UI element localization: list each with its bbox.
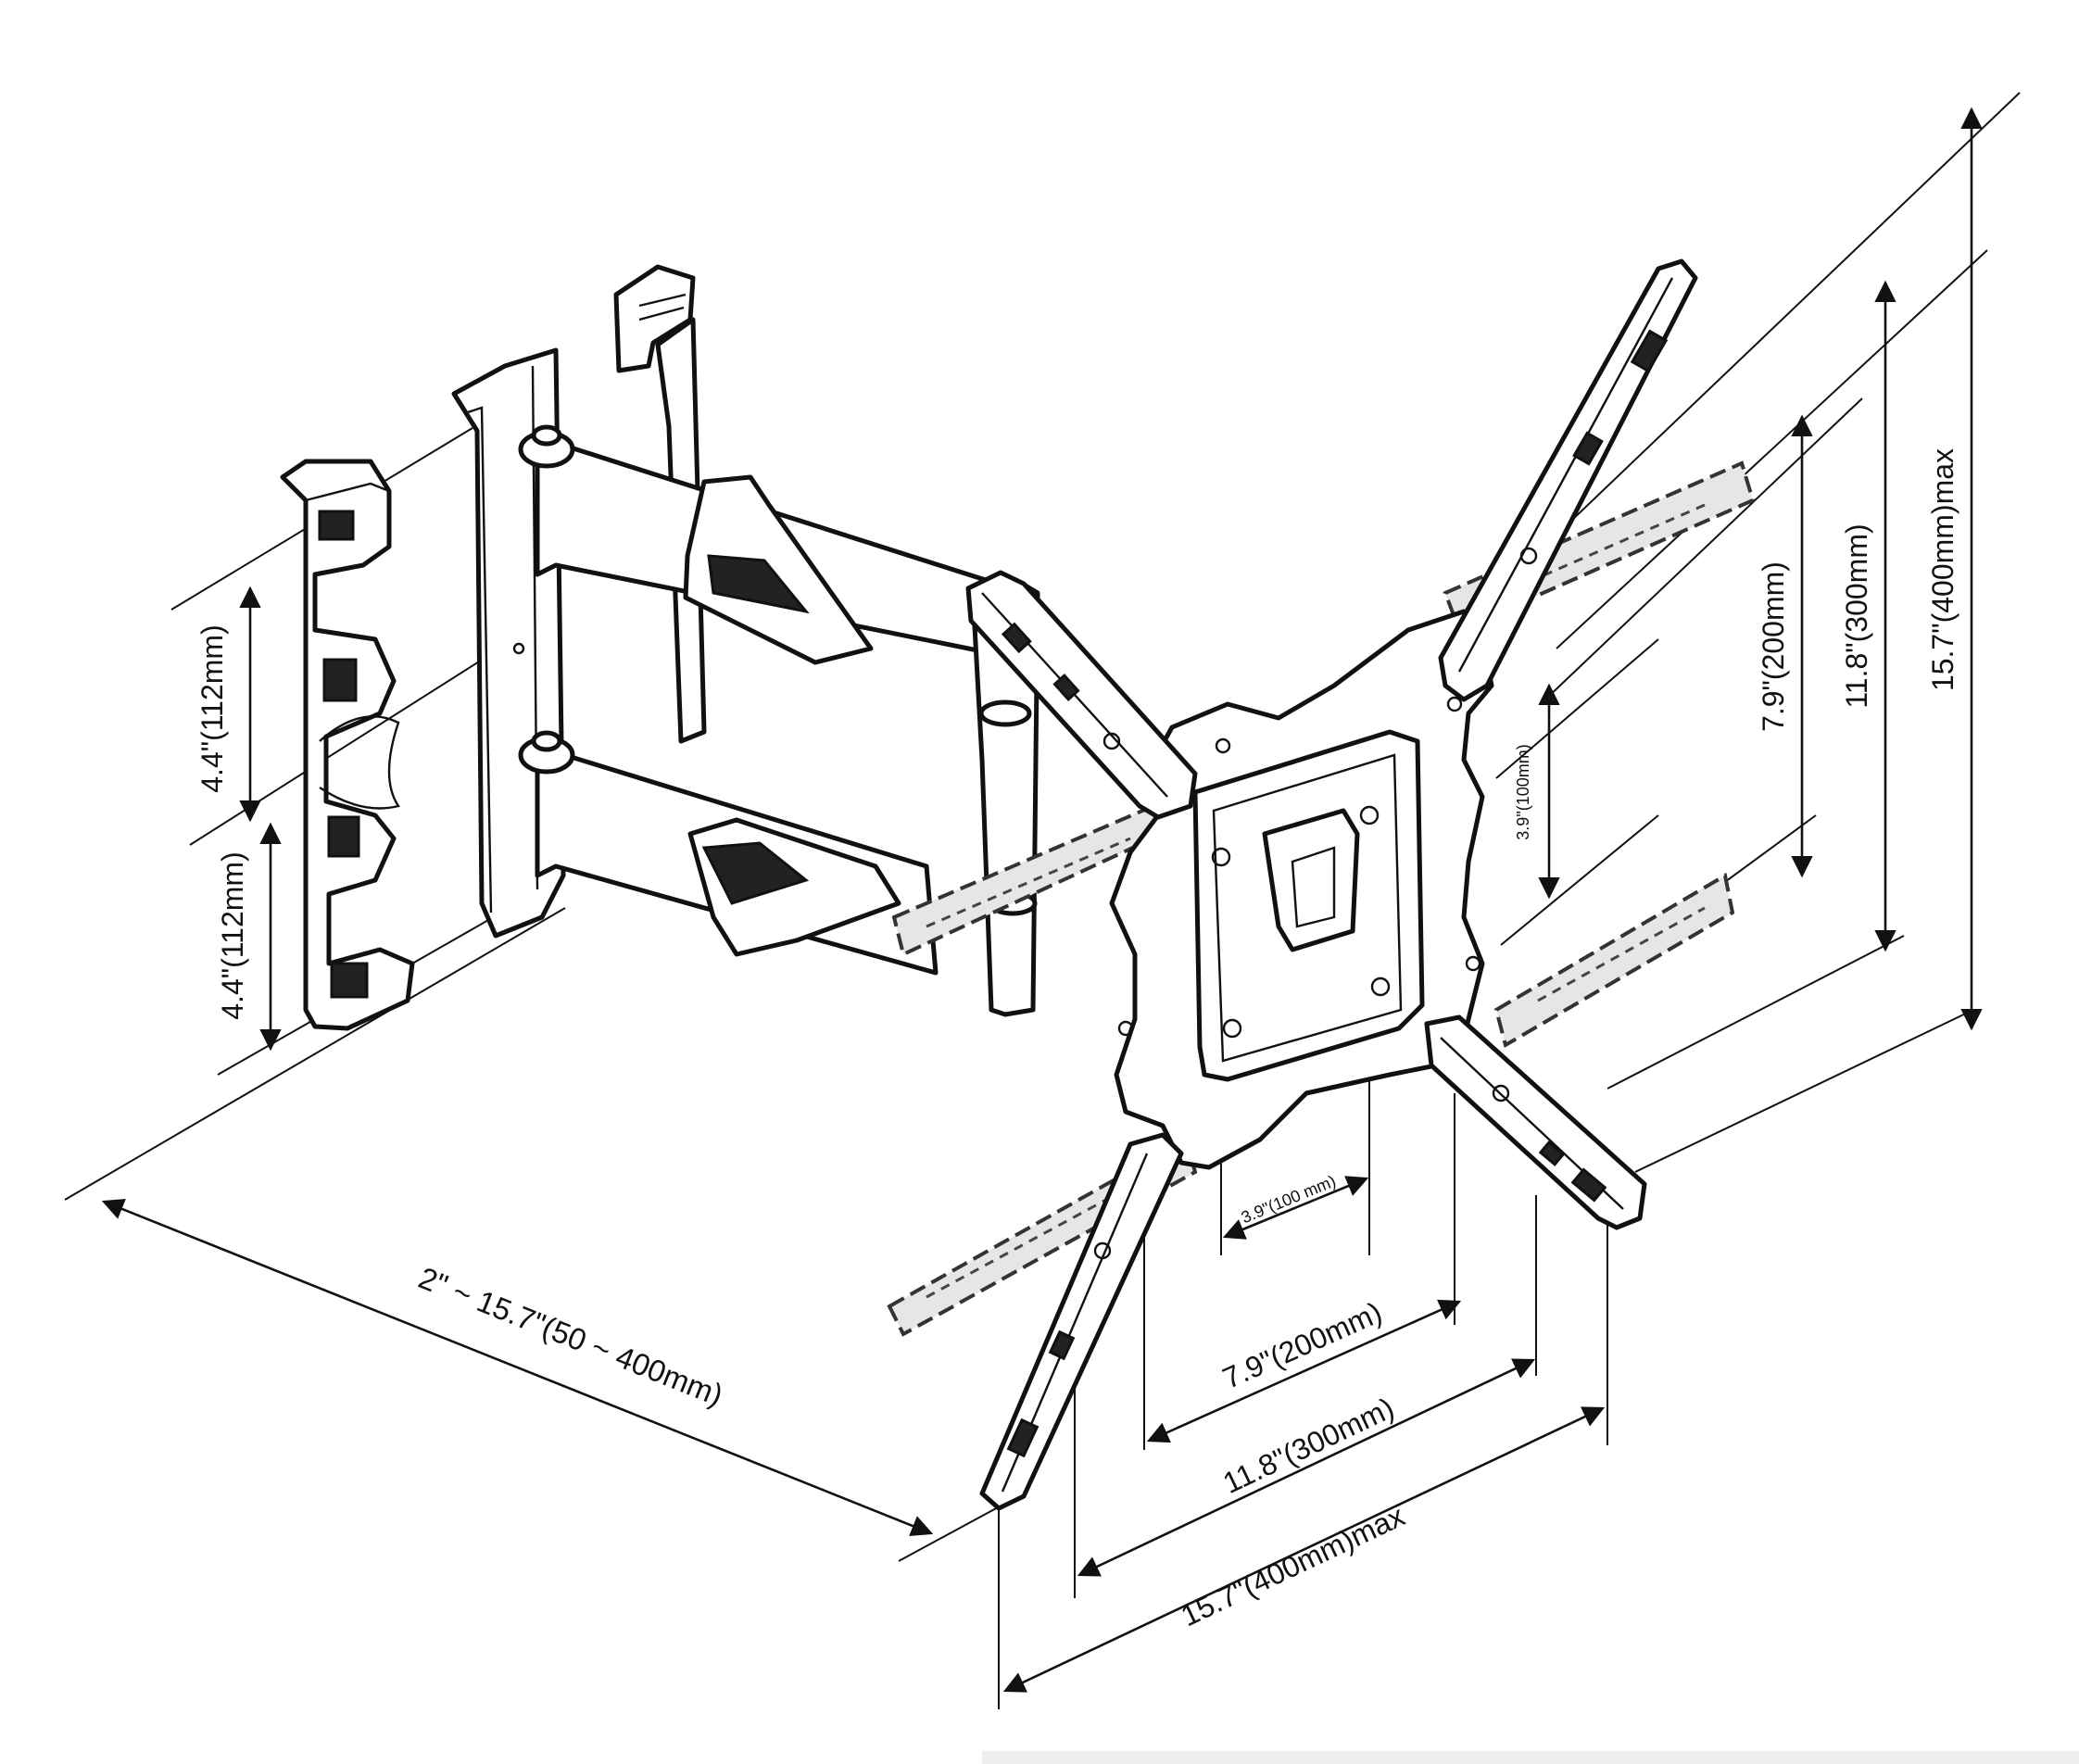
vertical-400-label: 15.7"(400mm)max — [1926, 448, 1959, 691]
wall-dim-lower-label: 4.4"(112mm) — [216, 851, 249, 1019]
bracket-arm-lower-left — [979, 1132, 1184, 1511]
bracket-arm-lower-right — [1424, 1014, 1647, 1230]
dimension-arrows — [101, 107, 1983, 1693]
tv-bracket-plate — [1109, 609, 1494, 1170]
lower-arm — [518, 730, 939, 976]
horizontal-400-label: 15.7"(400mm)max — [1176, 1499, 1409, 1633]
horizontal-100-label: 3.9"(100 mm) — [1239, 1172, 1339, 1228]
vertical-100-label: 3.9"(100mm) — [1514, 744, 1532, 839]
bracket-arm-upper-right — [1438, 258, 1698, 702]
horizontal-300-label: 11.8"(300mm) — [1218, 1391, 1400, 1500]
vertical-300-label: 11.8"(300mm) — [1840, 523, 1873, 708]
wall-dim-upper-label: 4.4"(112mm) — [195, 624, 229, 792]
vertical-200-label: 7.9"(200mm) — [1757, 561, 1790, 732]
bottom-edge-strip — [982, 1751, 2079, 1764]
bracket-arm-upper-left — [965, 570, 1198, 820]
